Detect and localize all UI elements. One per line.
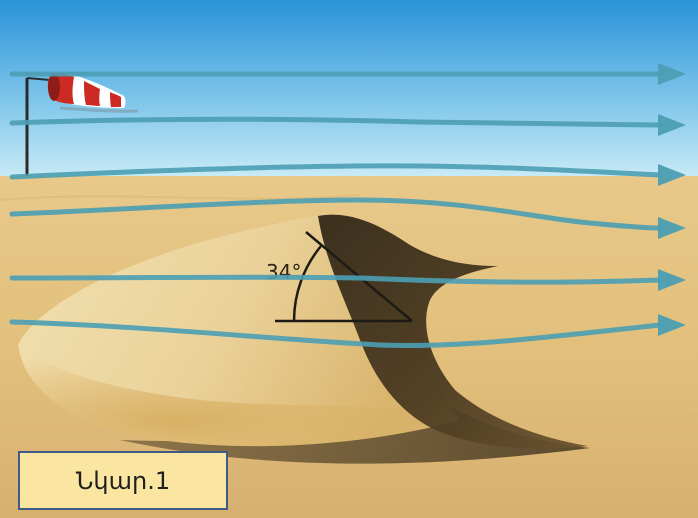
figure-caption: Նկար.1: [18, 451, 228, 510]
wind-arrowhead-icon: [658, 314, 686, 336]
angle-label: 34°: [266, 260, 301, 284]
dune-slip-face: [318, 214, 588, 449]
wind-arrowhead-icon: [658, 114, 686, 136]
wind-arrows: [9, 71, 663, 349]
wind-arrow-icon: [9, 197, 663, 231]
windsock-shadow: [59, 106, 139, 113]
wind-arrow-icon: [9, 116, 663, 128]
dune-lower-shading: [18, 345, 460, 447]
angle-arc: [292, 245, 322, 322]
windsock-icon: [25, 73, 139, 176]
wind-arrowhead-icon: [658, 217, 686, 239]
wind-arrowhead-icon: [658, 269, 686, 291]
figure-caption-text: Նկար.1: [75, 466, 171, 495]
wind-arrow-icon: [9, 163, 663, 180]
wind-arrow-icon: [9, 274, 663, 285]
wind-arrowheads: [658, 63, 686, 336]
wind-arrowhead-icon: [658, 164, 686, 186]
windsock-arm: [26, 77, 51, 81]
sky: [0, 0, 698, 178]
wind-arrow-icon: [9, 319, 663, 349]
wind-arrowhead-icon: [658, 63, 686, 85]
